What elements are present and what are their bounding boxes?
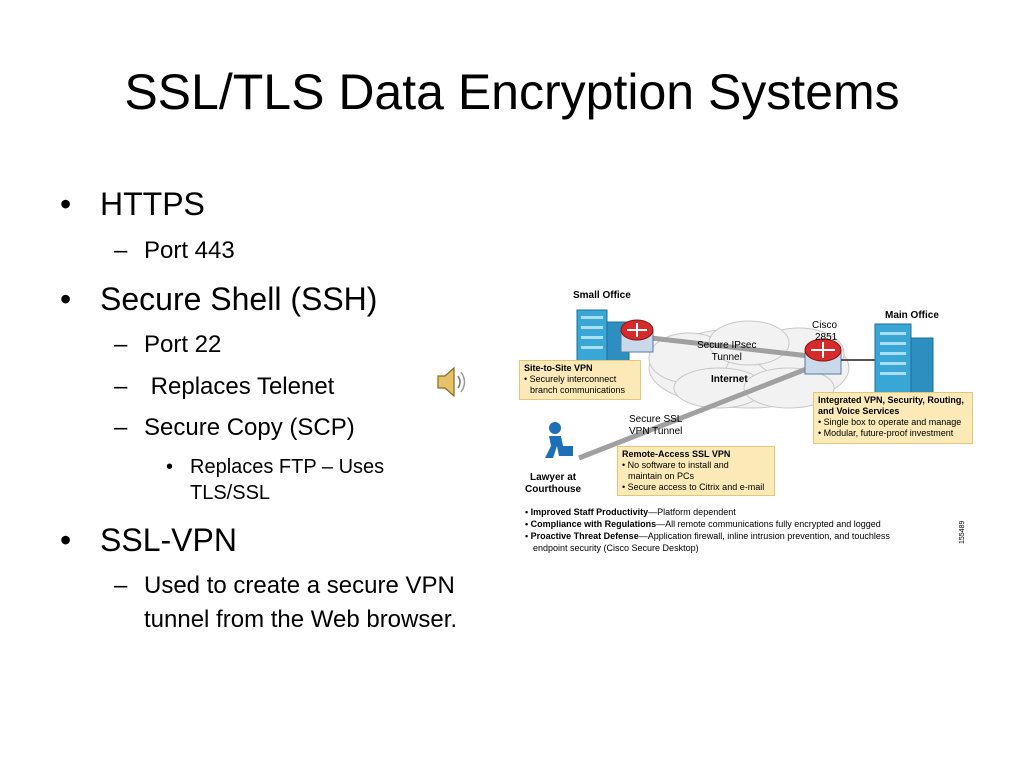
figure-serial-number: 155489 — [959, 520, 966, 544]
bullet-glyph: • — [60, 522, 72, 558]
remote-access-callout: Remote-Access SSL VPN • No software to i… — [617, 446, 775, 496]
benefit-text: endpoint security (Cisco Secure Desktop) — [533, 543, 699, 553]
benefit-text: —Platform dependent — [648, 507, 736, 517]
callout-item: • Securely interconnect — [524, 374, 617, 384]
callout-item: branch communications — [530, 385, 626, 395]
callout-item: • No software to install and — [622, 460, 729, 470]
dash-glyph: – — [114, 237, 128, 264]
callout-title: Remote-Access SSL VPN — [622, 449, 731, 459]
dash-glyph: – — [114, 331, 128, 358]
sub-bullet-text: Used to create a secure VPN tunnel from … — [144, 572, 458, 633]
main-office-router-icon — [804, 338, 842, 375]
benefit-row: • Compliance with Regulations—All remote… — [525, 518, 965, 530]
small-office-router-icon — [620, 319, 654, 353]
benefit-text: —Application firewall, inline intrusion … — [638, 531, 890, 541]
sub-bullet-text: Port 22 — [144, 331, 222, 358]
small-office-label: Small Office — [573, 290, 631, 301]
sub-bullet-text: Secure Copy (SCP) — [144, 414, 355, 441]
benefits-list: • Improved Staff Productivity—Platform d… — [525, 506, 965, 554]
diagram-graphics — [545, 309, 934, 461]
slide-title: SSL/TLS Data Encryption Systems — [124, 64, 900, 120]
lawyer-icon — [545, 422, 573, 458]
sub-sub-bullet-text: Replaces FTP – Uses TLS/SSL — [190, 456, 385, 504]
ipsec-tunnel-line-1: Secure IPsec — [697, 340, 757, 351]
sub-bullet-text: Replaces Telenet — [144, 373, 335, 400]
benefit-heading: • Compliance with Regulations — [525, 519, 657, 529]
ssl-tunnel-line-1: Secure SSL — [629, 414, 683, 425]
callout-title: Integrated VPN, Security, Routing, — [818, 395, 964, 405]
ipsec-tunnel-label: Secure IPsec Tunnel — [697, 340, 756, 364]
dash-glyph: – — [114, 414, 128, 441]
bullet-https-text: HTTPS — [100, 186, 205, 222]
benefit-heading: • Improved Staff Productivity — [525, 507, 649, 517]
site-to-site-callout: Site-to-Site VPN • Securely interconnect… — [519, 360, 641, 400]
bullet-sslvpn-text: SSL-VPN — [100, 522, 237, 558]
callout-item: • Modular, future-proof investment — [818, 428, 954, 438]
dash-glyph: – — [114, 373, 128, 400]
sub-bullet-text: Port 443 — [144, 237, 235, 264]
benefit-row: • Proactive Threat Defense—Application f… — [525, 530, 965, 542]
bullet-glyph: • — [60, 281, 72, 317]
callout-item: • Single box to operate and manage — [818, 417, 962, 427]
main-office-building-icon — [874, 323, 934, 395]
callout-title: Site-to-Site VPN — [524, 363, 593, 373]
network-diagram: Small Office Main Office Cisco 2851 Secu… — [519, 288, 973, 574]
speaker-icon[interactable] — [432, 364, 472, 400]
main-office-label: Main Office — [885, 310, 939, 321]
internet-label: Internet — [711, 374, 748, 385]
ipsec-tunnel-line-2: Tunnel — [711, 352, 742, 363]
router-model-label: 2851 — [815, 332, 838, 343]
bullet-glyph: • — [60, 186, 72, 222]
integrated-services-callout: Integrated VPN, Security, Routing, and V… — [813, 392, 973, 444]
ssl-tunnel-line-2: VPN Tunnel — [629, 426, 683, 437]
ssl-tunnel-label: Secure SSL VPN Tunnel — [629, 414, 682, 438]
benefit-heading: • Proactive Threat Defense — [525, 531, 639, 541]
cisco-label: Cisco — [812, 320, 838, 331]
bullet-glyph: • — [166, 456, 174, 478]
benefit-text: —All remote communications fully encrypt… — [656, 519, 881, 529]
dash-glyph: – — [114, 572, 128, 599]
callout-title: and Voice Services — [818, 406, 900, 416]
callout-item: maintain on PCs — [628, 471, 695, 481]
lawyer-line-1: Lawyer at — [529, 472, 577, 483]
bullet-ssh-text: Secure Shell (SSH) — [100, 281, 378, 317]
lawyer-label: Lawyer at Courthouse — [525, 472, 581, 496]
callout-item: • Secure access to Citrix and e-mail — [622, 482, 765, 492]
lawyer-line-2: Courthouse — [525, 484, 582, 495]
benefit-row: • Improved Staff Productivity—Platform d… — [525, 506, 965, 518]
